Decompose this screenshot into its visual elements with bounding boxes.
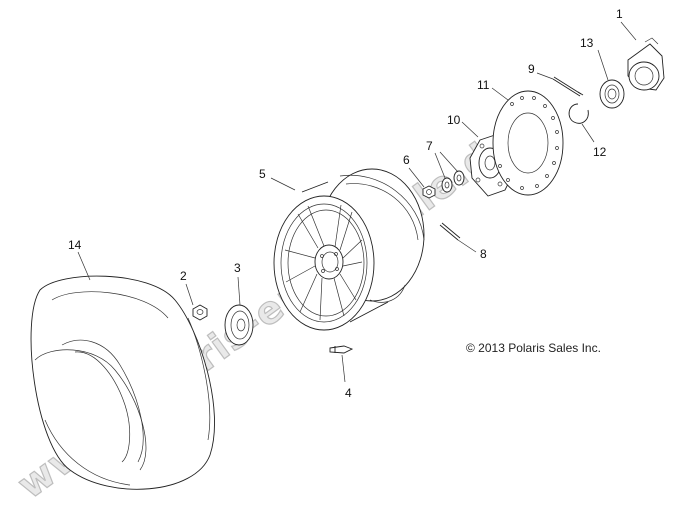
bearing-part bbox=[599, 79, 625, 109]
wheel-rim-part bbox=[273, 168, 425, 331]
wheel-stud-part bbox=[552, 76, 584, 97]
callout-5: 5 bbox=[259, 167, 266, 181]
copyright-text: © 2013 Polaris Sales Inc. bbox=[466, 341, 601, 355]
leader-lines bbox=[77, 21, 637, 383]
tire-part bbox=[30, 275, 215, 490]
valve-stem-part bbox=[329, 345, 354, 354]
callout-7: 7 bbox=[426, 139, 433, 153]
callout-labels: 1 2 3 4 5 6 7 8 9 10 11 12 13 14 bbox=[68, 7, 623, 400]
washer-part bbox=[441, 170, 465, 193]
nut-part bbox=[422, 185, 436, 199]
bracket-part bbox=[627, 37, 665, 91]
snap-ring-part bbox=[568, 103, 589, 124]
callout-13: 13 bbox=[580, 36, 594, 50]
brake-disc-part bbox=[492, 90, 564, 196]
center-cap-part bbox=[224, 304, 254, 346]
callout-14: 14 bbox=[68, 238, 82, 252]
callout-9: 9 bbox=[528, 62, 535, 76]
callout-3: 3 bbox=[234, 261, 241, 275]
cotter-pin-part bbox=[439, 222, 461, 241]
callout-10: 10 bbox=[447, 113, 461, 127]
callout-4: 4 bbox=[345, 386, 352, 400]
callout-8: 8 bbox=[480, 247, 487, 261]
callout-1: 1 bbox=[616, 7, 623, 21]
lug-nut-part bbox=[192, 304, 208, 321]
callout-2: 2 bbox=[180, 269, 187, 283]
callout-12: 12 bbox=[593, 145, 607, 159]
callout-6: 6 bbox=[403, 153, 410, 167]
callout-11: 11 bbox=[477, 78, 490, 92]
